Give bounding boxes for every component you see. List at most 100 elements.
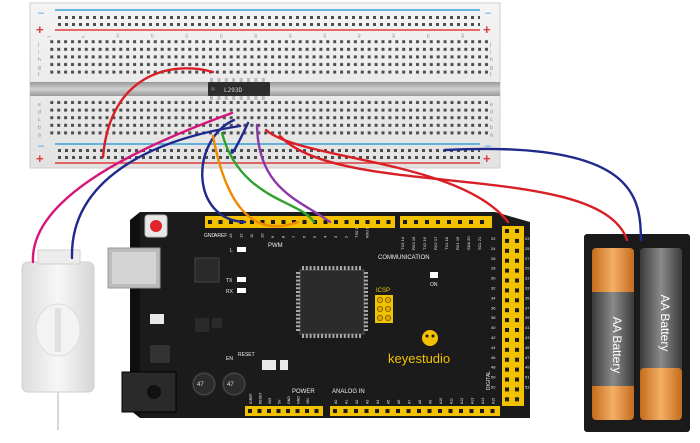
- header-pin: [505, 328, 509, 332]
- brand-text: keyestudio: [388, 351, 450, 366]
- column-number: 10: [115, 33, 120, 38]
- right-pin-label: 37: [525, 305, 530, 310]
- analog-pin-label: A8: [418, 400, 422, 404]
- right-pin-label: 32: [491, 286, 496, 291]
- header-pin: [515, 328, 519, 332]
- top-pin-label: 7: [291, 235, 296, 238]
- header-pin: [427, 409, 432, 413]
- right-pin-label: 48: [491, 365, 496, 370]
- header-pin: [505, 238, 509, 243]
- header-pin: [403, 220, 407, 224]
- right-pin-label: 51: [525, 375, 530, 380]
- header-pin: [515, 387, 519, 392]
- mcu-pin: [364, 272, 368, 274]
- header-pin: [295, 409, 300, 413]
- mcu-pin: [336, 266, 339, 270]
- header-pin: [248, 409, 252, 413]
- tx-led-label: TX: [226, 278, 233, 284]
- analog-pin-label: A6: [397, 400, 401, 404]
- icsp-pin: [376, 296, 384, 304]
- mcu-pin: [296, 298, 300, 301]
- keyestudio-logo: keyestudio: [388, 330, 450, 366]
- wire-navy-gnd-pin: [201, 118, 247, 224]
- wire-navy-motor: [70, 124, 242, 260]
- bottom-right-plus-label: +: [483, 151, 491, 166]
- chip-pin: [232, 96, 236, 100]
- column-number: 5: [81, 35, 86, 38]
- mcu-pin: [351, 334, 354, 338]
- usb-port-inner: [112, 252, 156, 284]
- top-left-plus-label: +: [36, 22, 44, 37]
- top-rail-holes-2: [55, 21, 480, 28]
- wire-magenta-motor: [31, 111, 234, 264]
- capacitor-1-label: 47: [197, 382, 204, 388]
- right-pin-label: 34: [491, 295, 496, 300]
- chip-label: L293D: [224, 87, 242, 94]
- chip-pin: [217, 96, 221, 100]
- header-pin: [505, 337, 509, 342]
- column-number: 15: [150, 33, 155, 38]
- mcu-pin: [359, 266, 361, 270]
- header-pin: [314, 409, 319, 413]
- wire-red-chip-to-rail: [101, 67, 215, 159]
- header-pin: [515, 357, 519, 362]
- header-pin: [505, 397, 509, 402]
- top-pin-label: 3: [333, 235, 338, 238]
- top-pin-label: 9: [270, 235, 275, 238]
- chip-pin: [261, 96, 265, 100]
- battery-cell-1-wrap: [592, 292, 634, 386]
- header-pin: [515, 337, 519, 342]
- mcu-pin: [296, 302, 300, 305]
- icsp-pin: [376, 305, 384, 313]
- mcu-pin: [305, 334, 308, 338]
- rx-led: [237, 288, 246, 293]
- mcu-pin: [296, 313, 300, 316]
- header-pin: [505, 229, 509, 233]
- pwm-label: PWM: [268, 243, 283, 249]
- header-pin: [515, 347, 519, 352]
- mcu-pin: [364, 325, 368, 328]
- mcu-pin: [364, 283, 368, 286]
- header-pin: [344, 220, 349, 224]
- header-pin: [515, 397, 519, 402]
- right-pin-label: 33: [525, 286, 530, 291]
- header-pin: [515, 318, 519, 323]
- power-pin-label: 3V3: [268, 398, 272, 404]
- header-pin: [208, 220, 212, 224]
- icsp-pin: [384, 314, 392, 322]
- right-pin-label: 35: [525, 295, 530, 300]
- analog-pin-label: A13: [471, 398, 475, 404]
- top-pin-label: 8: [281, 235, 286, 238]
- mcu-pin: [364, 306, 368, 309]
- mcu-pin: [364, 329, 368, 331]
- header-pin: [515, 238, 519, 243]
- header-pin: [515, 298, 519, 303]
- chip-pin: [254, 78, 258, 82]
- right-pin-label: 41: [525, 325, 530, 330]
- wire-navy-battery: [443, 147, 643, 242]
- analog-pin-label: A0: [334, 400, 338, 404]
- header-pin: [515, 278, 519, 283]
- top-pin-label: 12: [239, 233, 244, 238]
- battery-cell-2-cap: [640, 368, 682, 420]
- mcu-pin: [364, 310, 368, 312]
- header-pin: [469, 220, 473, 224]
- analog-pin-label: A12: [460, 398, 464, 404]
- reset-button-cap[interactable]: [150, 220, 162, 232]
- row-letter: a: [38, 132, 41, 138]
- header-pin: [505, 387, 509, 392]
- mcu-pin: [296, 321, 300, 324]
- mcu-pin: [296, 272, 300, 274]
- wire-red-battery: [278, 134, 629, 242]
- top-pin-label: 4: [323, 235, 328, 238]
- header-pin: [364, 409, 369, 413]
- rx-led-label: RX: [226, 289, 234, 295]
- mcu-pin: [364, 294, 368, 297]
- mcu-pin: [296, 283, 300, 286]
- chip-pin: [261, 78, 265, 82]
- row-letter: b: [38, 125, 41, 131]
- right-pin-label: 27: [525, 256, 530, 261]
